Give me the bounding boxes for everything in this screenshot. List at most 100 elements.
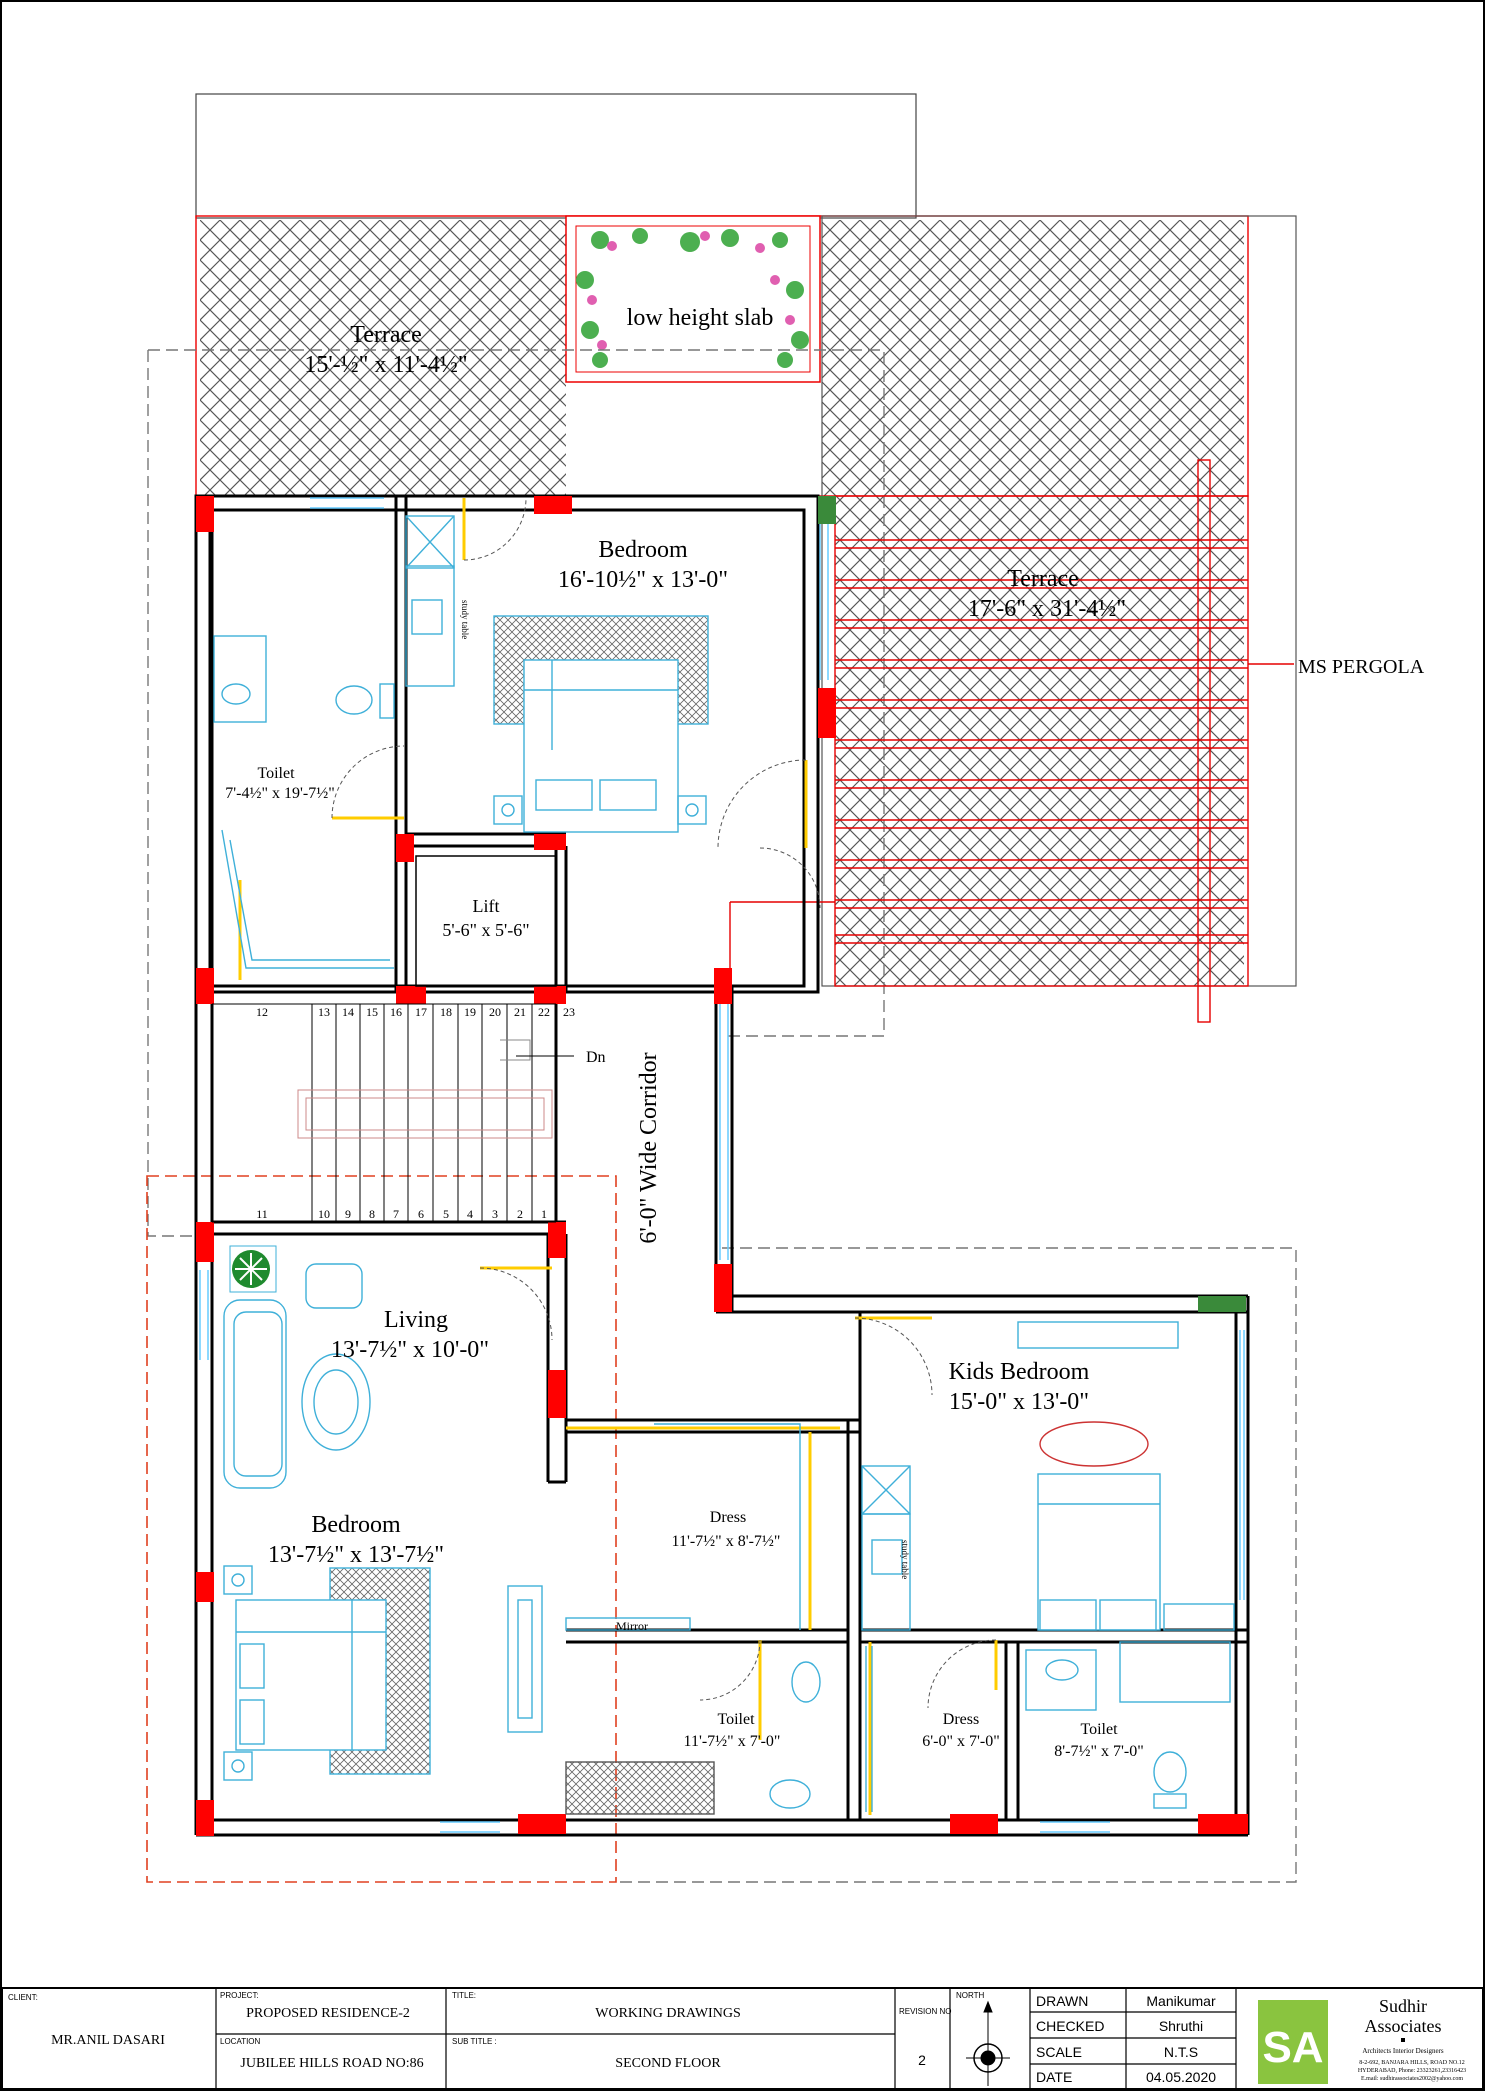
- ms-pergola: [729, 459, 1294, 1023]
- client-value: MR.ANIL DASARI: [51, 2033, 165, 2048]
- stair-number: 4: [467, 1207, 473, 1221]
- scale-value: N.T.S: [1164, 2044, 1198, 2060]
- date-field-label: DATE: [1036, 2069, 1072, 2085]
- windows: [199, 497, 1245, 1833]
- kids-bedroom-size: 15'-0" x 13'-0": [949, 1389, 1089, 1415]
- walls: [194, 494, 1250, 1837]
- stair-number: 18: [440, 1005, 452, 1019]
- terrace-right-label: Terrace: [1007, 566, 1079, 592]
- firm-address-2: HYDERABAD, Phone: 23323261,23316423: [1358, 2068, 1466, 2074]
- lift-label: Lift: [473, 896, 500, 916]
- ms-pergola-label: MS PERGOLA: [1298, 656, 1425, 678]
- toilet-right-size: 8'-7½" x 7'-0": [1054, 1743, 1143, 1760]
- stair-number: 13: [318, 1005, 330, 1019]
- living-label: Living: [384, 1307, 448, 1333]
- stair-number: 6: [418, 1207, 424, 1221]
- terrace-right-size: 17'-6" x 31'-4½": [968, 596, 1126, 622]
- revision-value: 2: [918, 2052, 926, 2068]
- stair-number: 5: [443, 1207, 449, 1221]
- toilet-right-label: Toilet: [1080, 1721, 1118, 1738]
- firm-address-1: 8-2-692, BANJARA HILLS, ROAD NO.12: [1359, 2060, 1465, 2066]
- checked-value: Shruthi: [1159, 2018, 1203, 2034]
- bedroom-top-label: Bedroom: [598, 537, 688, 563]
- revision-field-label: REVISION NO: [899, 2007, 951, 2016]
- toilet-top-label: Toilet: [257, 765, 295, 782]
- toilet-top-size: 7'-4½" x 19'-7½": [225, 785, 334, 802]
- toilet-mid-label: Toilet: [717, 1711, 755, 1728]
- checked-field-label: CHECKED: [1036, 2018, 1104, 2034]
- mirror-label: Mirror: [616, 1619, 648, 1633]
- firm-name-1: Sudhir: [1379, 1996, 1427, 2016]
- stair-number: 17: [415, 1005, 427, 1019]
- north-field-label: NORTH: [956, 1991, 985, 2000]
- stair-number: 3: [492, 1207, 498, 1221]
- study-table-label-top: study table: [460, 600, 470, 639]
- stair-number: 11: [256, 1207, 268, 1221]
- terrace-top-label: Terrace: [350, 322, 422, 348]
- title-field-label: TITLE:: [452, 1991, 476, 2000]
- toilet-mid-size: 11'-7½" x 7'-0": [684, 1733, 781, 1750]
- dress-right-label: Dress: [943, 1711, 979, 1728]
- dashed-outlines: [146, 349, 1297, 1883]
- columns: [196, 496, 1248, 1836]
- stair-number: 21: [514, 1005, 526, 1019]
- dress-right-size: 6'-0" x 7'-0": [922, 1733, 999, 1750]
- north-arrow-icon: [966, 2000, 1010, 2086]
- firm-bullet: [1401, 2038, 1405, 2042]
- firm-name-2: Associates: [1365, 2016, 1442, 2036]
- green-columns: [818, 496, 1246, 1312]
- study-table-label-kids: study table: [900, 1540, 910, 1579]
- stair-dn-label: Dn: [586, 1049, 606, 1066]
- title-block: CLIENT: MR.ANIL DASARI PROJECT: PROPOSED…: [1, 1987, 1484, 2090]
- firm-tagline: Architects Interior Designers: [1362, 2047, 1444, 2055]
- corridor-label: 6'-0" Wide Corridor: [636, 1052, 662, 1243]
- date-value: 04.05.2020: [1146, 2069, 1216, 2085]
- stair-number: 22: [538, 1005, 550, 1019]
- title-value: WORKING DRAWINGS: [595, 2006, 740, 2021]
- terrace-top-size: 15'-½" x 11'-4½": [304, 352, 467, 378]
- firm-logo-letters: SA: [1262, 2023, 1323, 2072]
- client-field-label: CLIENT:: [8, 1993, 38, 2002]
- project-value: PROPOSED RESIDENCE-2: [246, 2006, 410, 2021]
- dress-mid-size: 11'-7½" x 8'-7½": [672, 1533, 781, 1550]
- drawn-field-label: DRAWN: [1036, 1993, 1088, 2009]
- lift-size: 5'-6" x 5'-6": [442, 920, 529, 940]
- bedroom-bottom-label: Bedroom: [311, 1512, 401, 1538]
- stair-number: 9: [345, 1207, 351, 1221]
- subtitle-field-label: SUB TITLE :: [452, 2037, 497, 2046]
- scale-field-label: SCALE: [1036, 2044, 1082, 2060]
- firm-email: E.mail: sudhirassociates2002@yahoo.com: [1361, 2076, 1463, 2082]
- staircase: [212, 1003, 557, 1223]
- subtitle-value: SECOND FLOOR: [615, 2056, 721, 2071]
- stair-number: 12: [256, 1005, 268, 1019]
- stair-number: 16: [390, 1005, 402, 1019]
- stair-number: 2: [517, 1207, 523, 1221]
- project-field-label: PROJECT:: [220, 1991, 259, 2000]
- stair-number: 8: [369, 1207, 375, 1221]
- low-slab-label: low height slab: [627, 305, 774, 331]
- drawn-value: Manikumar: [1146, 1993, 1216, 2009]
- stair-number: 20: [489, 1005, 501, 1019]
- living-size: 13'-7½" x 10'-0": [331, 1337, 489, 1363]
- low-height-slab: [565, 215, 821, 383]
- location-field-label: LOCATION: [220, 2037, 261, 2046]
- firm-logo: SA: [1258, 2000, 1328, 2084]
- bedroom-top-size: 16'-10½" x 13'-0": [558, 567, 728, 593]
- stair-number: 1: [541, 1207, 547, 1221]
- location-value: JUBILEE HILLS ROAD NO:86: [240, 2056, 423, 2071]
- furniture: [213, 515, 1235, 1815]
- terrace-paving: [195, 215, 1297, 987]
- plant-icon: [229, 1245, 277, 1293]
- kids-bedroom-label: Kids Bedroom: [949, 1359, 1090, 1385]
- stair-number: 19: [464, 1005, 476, 1019]
- stair-number: 7: [393, 1207, 399, 1221]
- roof-outline: [195, 93, 917, 219]
- dress-mid-label: Dress: [710, 1509, 746, 1526]
- stair-number: 23: [563, 1005, 575, 1019]
- bedroom-bottom-size: 13'-7½" x 13'-7½": [268, 1542, 444, 1568]
- stair-number: 10: [318, 1207, 330, 1221]
- stair-number: 15: [366, 1005, 378, 1019]
- stair-number: 14: [342, 1005, 354, 1019]
